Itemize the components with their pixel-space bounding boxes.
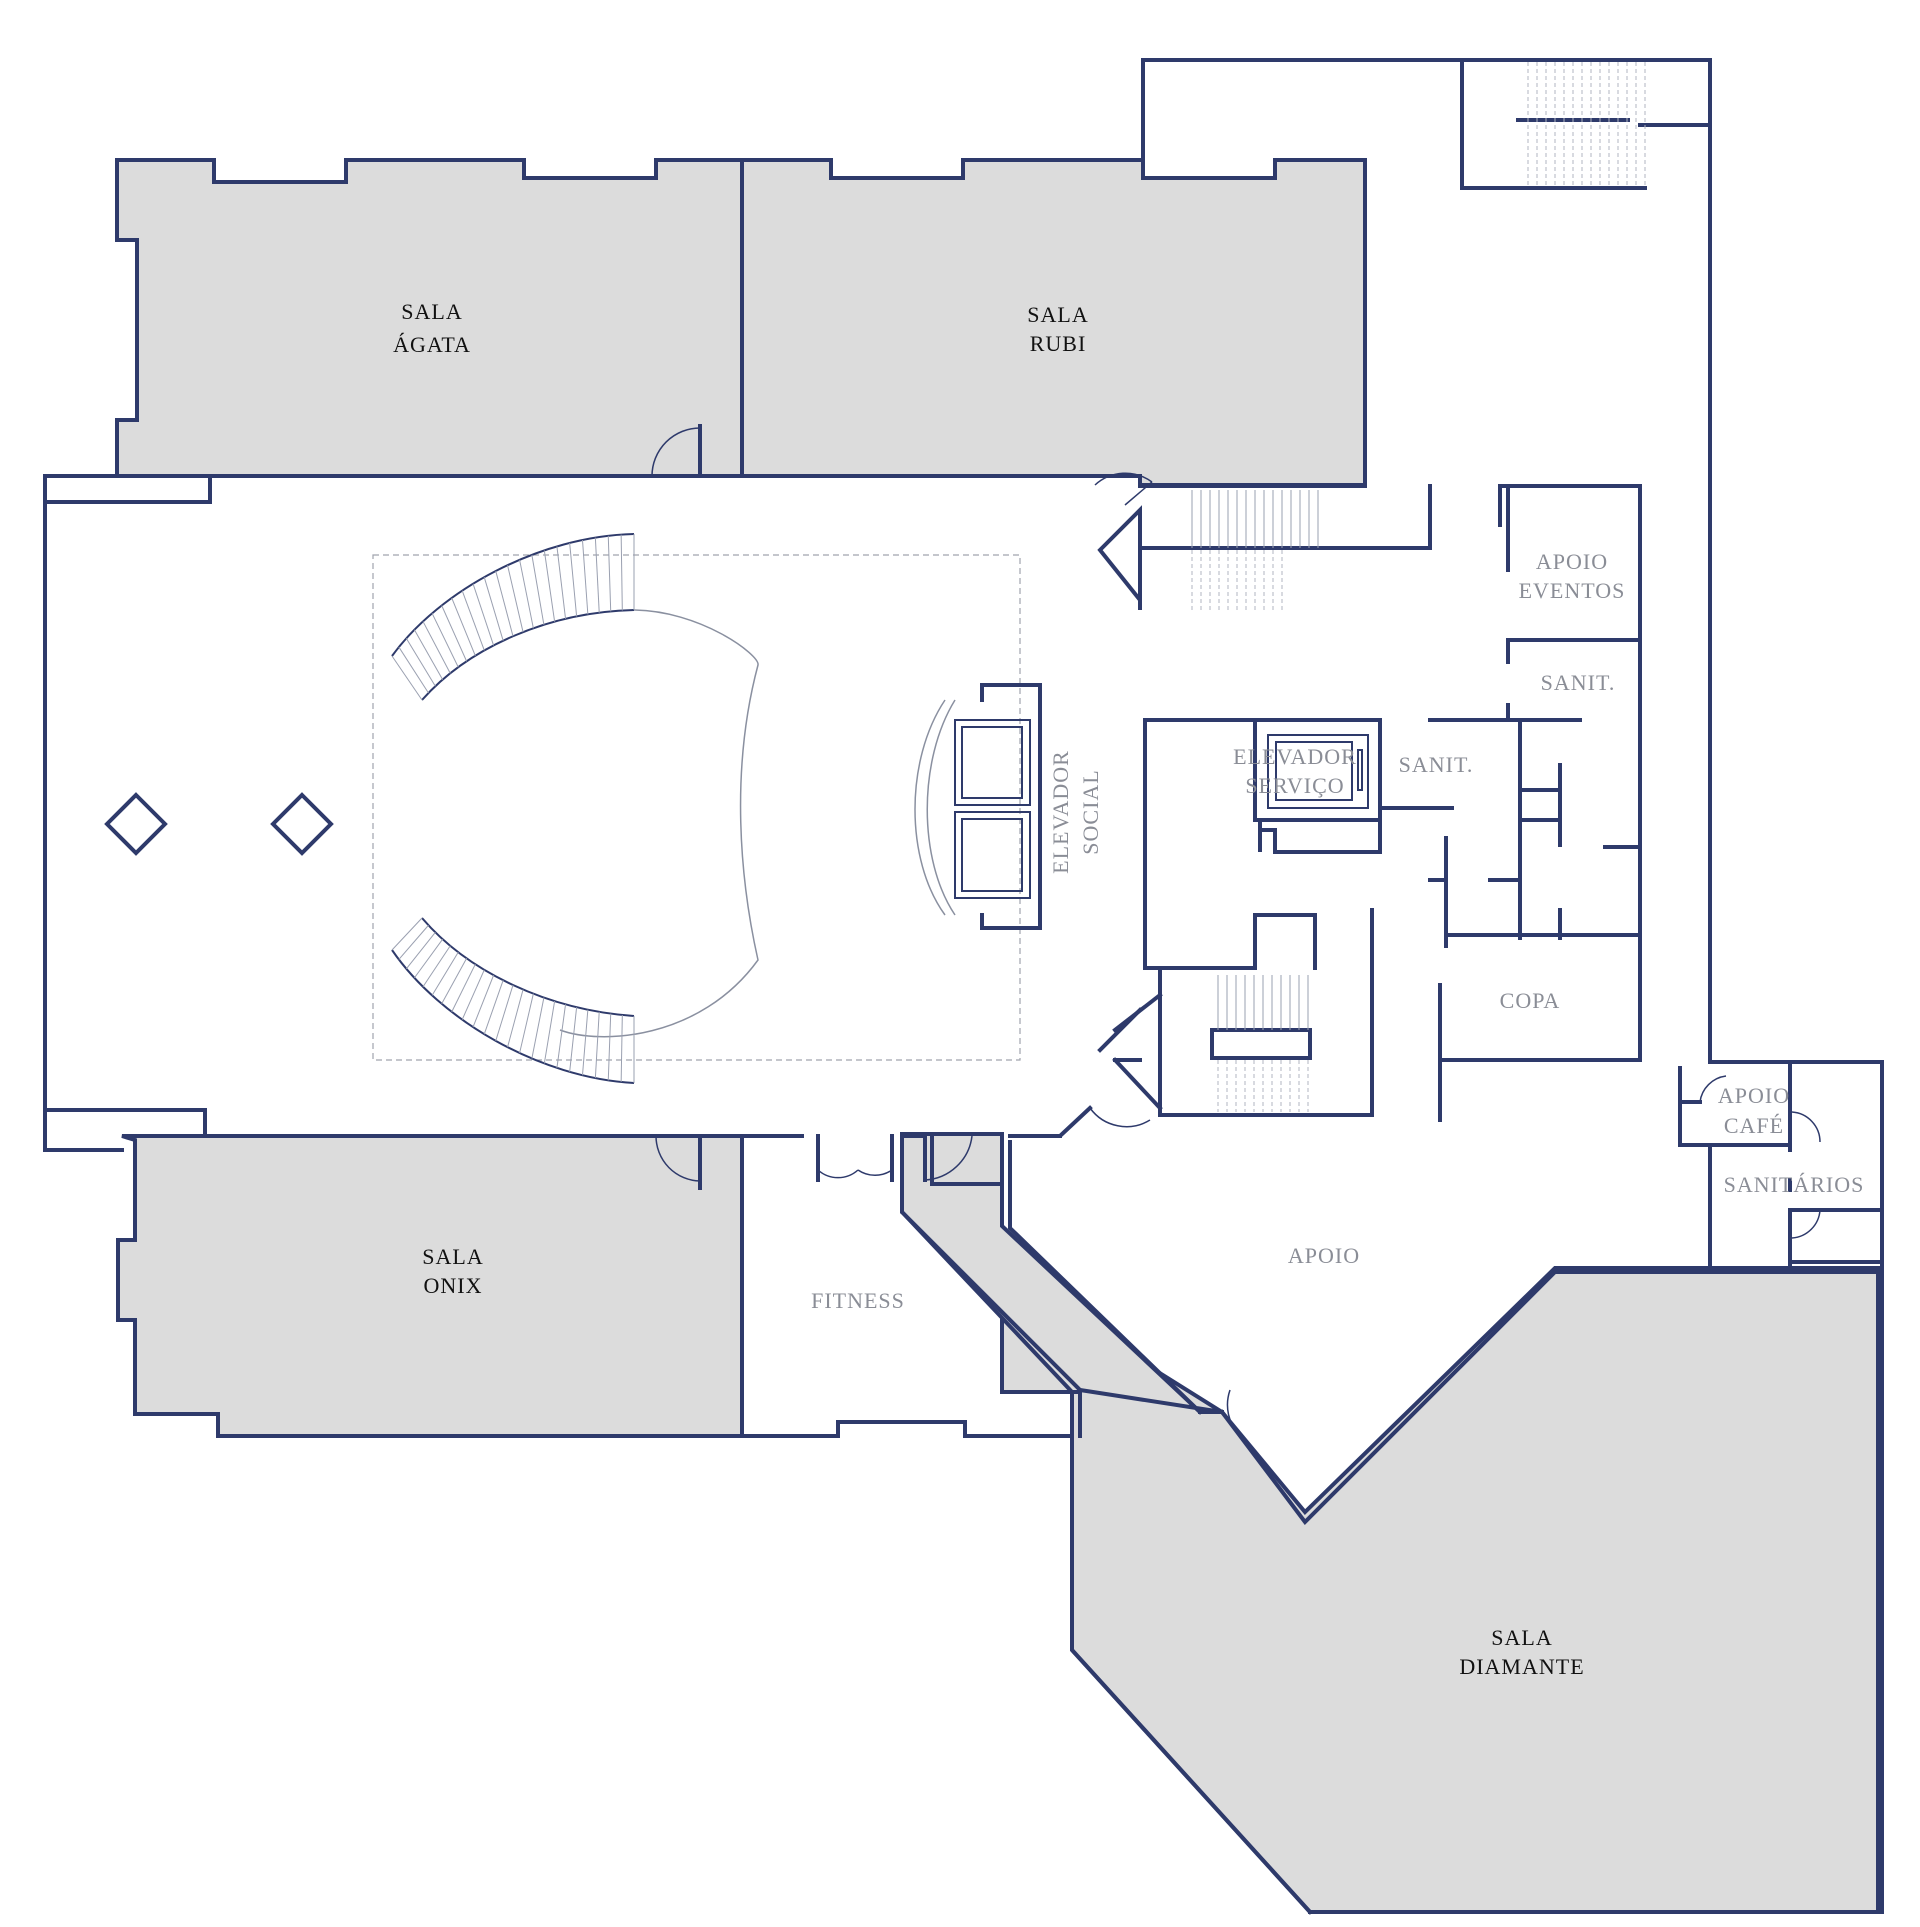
stair-tread (431, 951, 459, 996)
room-sala-diamante[interactable] (900, 1132, 1880, 1914)
stair-tread (398, 924, 429, 960)
stair-tread (483, 577, 504, 641)
stair-tread (431, 613, 459, 668)
stair-tread (422, 621, 451, 674)
stair-tread (391, 917, 423, 951)
labels: SALA ÁGATA SALA RUBI SALA ONIX SALA DIAM… (393, 299, 1865, 1679)
column-diamond-left (104, 792, 168, 856)
stair-tread (405, 638, 436, 687)
stair-tread (405, 932, 436, 970)
label-apoio-eventos-2: EVENTOS (1519, 578, 1626, 603)
stair-tread (507, 989, 524, 1048)
column-diamond-right (270, 792, 334, 856)
stair-tread (607, 1013, 612, 1081)
stair-tread (581, 539, 589, 615)
label-fitness: FITNESS (811, 1288, 905, 1313)
balcony-outline (559, 609, 759, 1038)
stair-tread (620, 534, 623, 611)
stair-tread (507, 565, 524, 633)
stair-tread (569, 542, 578, 617)
curved-stair-top (391, 533, 635, 701)
stair-tread (569, 1007, 578, 1072)
elevador-social-cabins (914, 683, 1042, 930)
stair-tread (519, 559, 534, 629)
stair-tread (441, 605, 468, 662)
stair-tread (581, 1009, 589, 1076)
stair-top-right (1527, 62, 1646, 186)
stair-tread (391, 655, 423, 701)
label-elevador-social-1: ELEVADOR (1048, 750, 1073, 874)
label-elevador-servico-1: ELEVADOR (1233, 744, 1357, 769)
room-sala-rubi[interactable] (740, 158, 1367, 487)
stair-tread (543, 1000, 556, 1064)
label-sala-rubi-2: RUBI (1030, 331, 1087, 356)
stair-tread (519, 993, 534, 1054)
room-sala-agata[interactable] (115, 158, 744, 478)
stair-service (1217, 975, 1309, 1112)
stair-tread (472, 583, 495, 646)
label-apoio-eventos-1: APOIO (1536, 549, 1608, 574)
stair-tread (543, 550, 556, 622)
stair-tread (413, 938, 444, 979)
stair-tread (620, 1014, 623, 1083)
doors (651, 427, 1821, 1437)
stair-tread (461, 969, 485, 1020)
stair-tread (451, 597, 476, 656)
stair-tread (422, 945, 451, 988)
stair-tread (495, 984, 514, 1042)
exterior-walls (43, 58, 1884, 1915)
stair-tread (495, 570, 514, 637)
stair-tread (594, 537, 600, 613)
stair-tread (441, 958, 468, 1005)
atrium-outline (372, 554, 1021, 1061)
stair-tread (531, 997, 545, 1059)
label-elevador-servico-2: SERVIÇO (1245, 773, 1344, 798)
stair-tread (531, 554, 545, 625)
label-sala-rubi-1: SALA (1027, 302, 1088, 327)
label-sanit-upper: SANIT. (1541, 670, 1616, 695)
interior-walls (698, 158, 1884, 1274)
label-sanitarios: SANITÁRIOS (1724, 1172, 1865, 1197)
label-sanit-mid: SANIT. (1399, 752, 1474, 777)
label-sala-agata-2: ÁGATA (393, 332, 471, 357)
label-apoio-cafe-1: APOIO (1718, 1083, 1790, 1108)
label-sala-onix-2: ONIX (424, 1273, 483, 1298)
label-sala-onix-1: SALA (422, 1244, 483, 1269)
stair-upper-hall (1191, 490, 1319, 610)
label-sala-agata-1: SALA (401, 299, 462, 324)
stair-tread (556, 546, 567, 619)
elevador-servico-shaft (1267, 734, 1369, 809)
stair-tread (451, 963, 476, 1013)
label-copa: COPA (1500, 988, 1561, 1013)
label-apoio: APOIO (1288, 1243, 1360, 1268)
stair-tread (472, 974, 495, 1028)
label-sala-diamante-1: SALA (1491, 1625, 1552, 1650)
stair-tread (556, 1004, 567, 1068)
curved-stair-bottom (391, 917, 635, 1084)
stair-tread (483, 980, 504, 1035)
stair-tread (398, 646, 429, 694)
label-apoio-cafe-2: CAFÉ (1724, 1113, 1784, 1138)
stair-tread (413, 629, 444, 680)
stair-tread (461, 590, 485, 651)
stair-tread (607, 535, 612, 612)
stair-tread (594, 1011, 600, 1079)
label-elevador-social-2: SOCIAL (1078, 769, 1103, 854)
label-sala-diamante-2: DIAMANTE (1459, 1654, 1584, 1679)
